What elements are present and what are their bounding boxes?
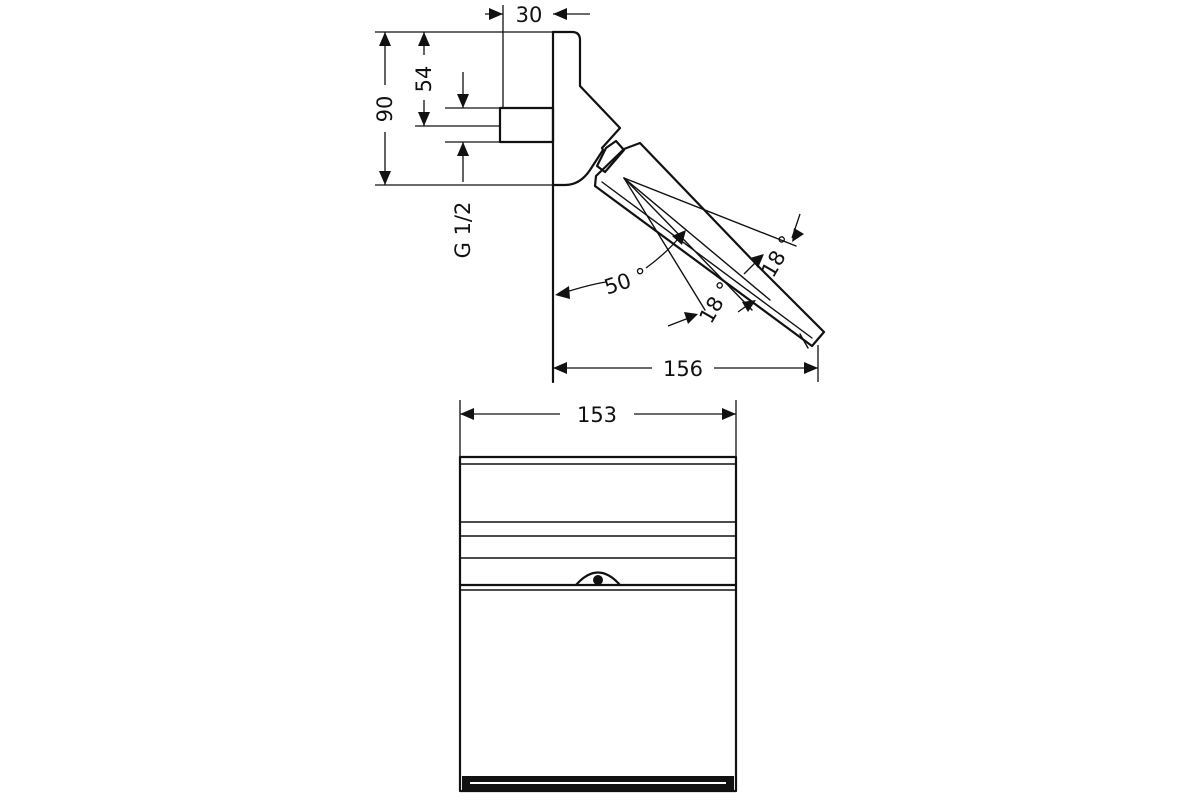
dim-label-tilt-angle: 50 ° bbox=[601, 263, 650, 299]
dim-label-54: 54 bbox=[412, 66, 436, 93]
spray-line-2 bbox=[623, 177, 771, 301]
shower-head-face bbox=[601, 181, 813, 339]
joint-knob bbox=[574, 571, 622, 587]
front-view bbox=[458, 455, 738, 793]
thread-connector bbox=[498, 106, 555, 144]
shower-head-body bbox=[593, 141, 826, 348]
swivel-joint bbox=[595, 139, 626, 174]
dim-label-90: 90 bbox=[373, 96, 397, 123]
dim-label-153: 153 bbox=[577, 403, 617, 427]
dim-label-thread: G 1/2 bbox=[451, 202, 475, 259]
spray-line-4 bbox=[623, 177, 753, 311]
dim-label-30: 30 bbox=[516, 3, 543, 27]
arm-body bbox=[551, 30, 622, 187]
joint-knob-center bbox=[593, 575, 603, 585]
shower-head-tip bbox=[799, 333, 809, 349]
dim-label-156: 156 bbox=[663, 357, 703, 381]
front-outline bbox=[458, 455, 738, 793]
side-view bbox=[498, 30, 826, 384]
spray-line-1 bbox=[623, 177, 797, 247]
dimension-lines bbox=[375, 5, 819, 460]
spray-line-3 bbox=[623, 177, 706, 311]
